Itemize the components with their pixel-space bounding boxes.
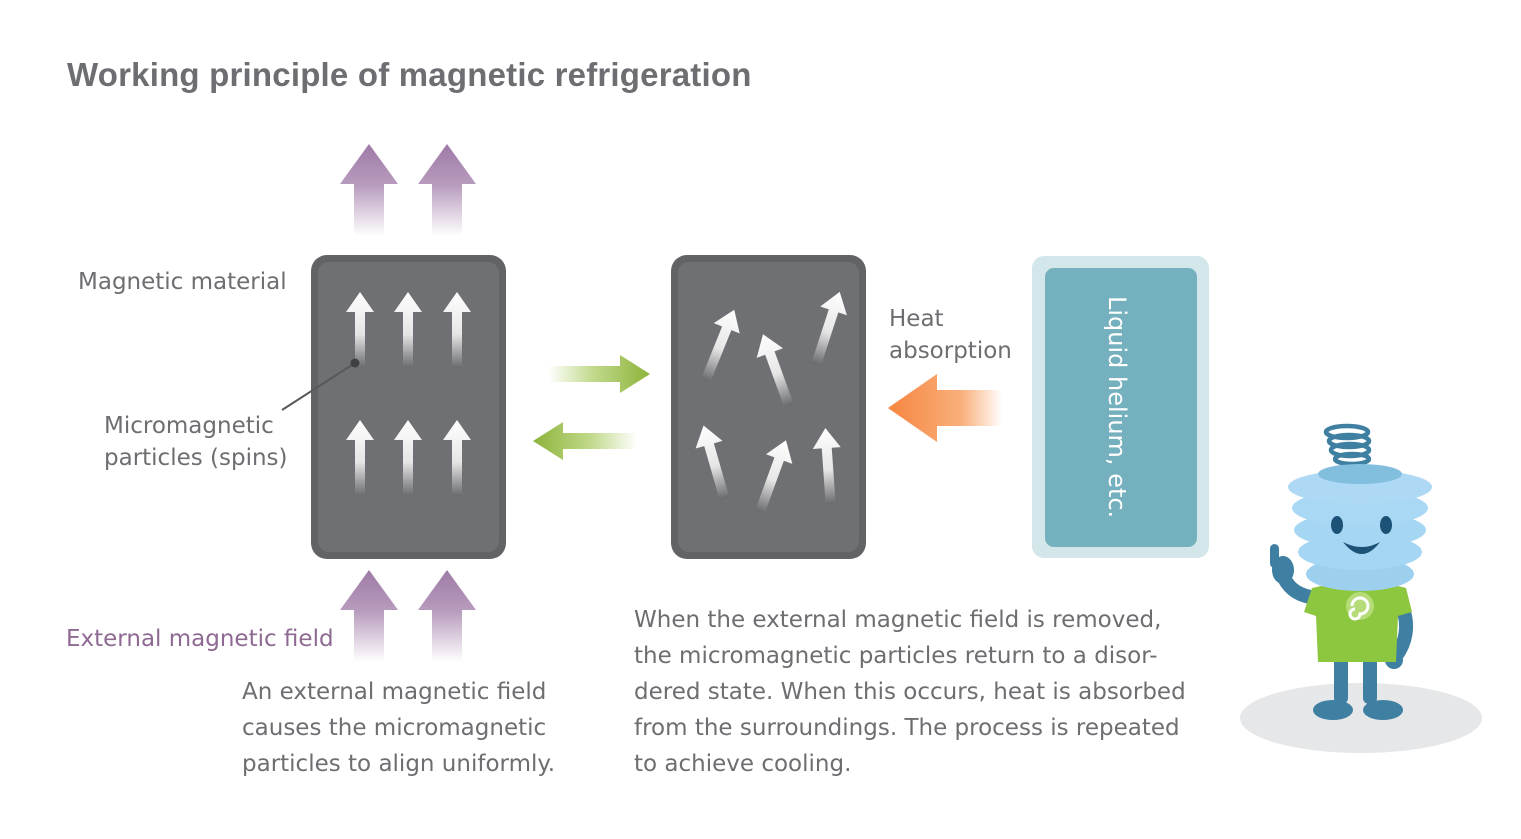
description-right-line1: When the external magnetic field is remo… bbox=[634, 607, 1162, 633]
description-right-line4: from the surroundings. The process is re… bbox=[634, 715, 1180, 741]
description-right-line3: dered state. When this occurs, heat is a… bbox=[634, 679, 1186, 705]
label-micromagnetic-line1: Micromagnetic bbox=[104, 413, 274, 439]
label-micromagnetic-line2: particles (spins) bbox=[104, 445, 288, 471]
pointer-dot bbox=[350, 358, 360, 368]
field-arrow-bottom-2 bbox=[418, 570, 476, 662]
label-external-field: External magnetic field bbox=[66, 626, 334, 652]
field-arrow-top-1 bbox=[340, 144, 398, 236]
description-left-line2: causes the micromagnetic bbox=[242, 715, 547, 741]
page-title: Working principle of magnetic refrigerat… bbox=[67, 56, 752, 93]
description-left-line3: particles to align uniformly. bbox=[242, 751, 556, 777]
label-magnetic-material: Magnetic material bbox=[78, 269, 287, 295]
pointer-line bbox=[281, 362, 356, 411]
arrow-right-green bbox=[548, 355, 650, 393]
heat-absorption-arrow bbox=[888, 374, 1002, 442]
label-heat-line1: Heat bbox=[889, 306, 944, 332]
label-liquid-helium: Liquid helium, etc. bbox=[1103, 296, 1131, 519]
description-right-line2: the micromagnetic particles return to a … bbox=[634, 643, 1158, 669]
field-arrow-bottom-1 bbox=[340, 570, 398, 662]
description-right-line5: to achieve cooling. bbox=[634, 751, 852, 777]
description-left-line1: An external magnetic field bbox=[242, 679, 547, 705]
arrow-left-green bbox=[533, 422, 637, 460]
field-arrow-top-2 bbox=[418, 144, 476, 236]
label-heat-line2: absorption bbox=[889, 338, 1012, 364]
mascot-character-icon bbox=[1240, 423, 1482, 753]
